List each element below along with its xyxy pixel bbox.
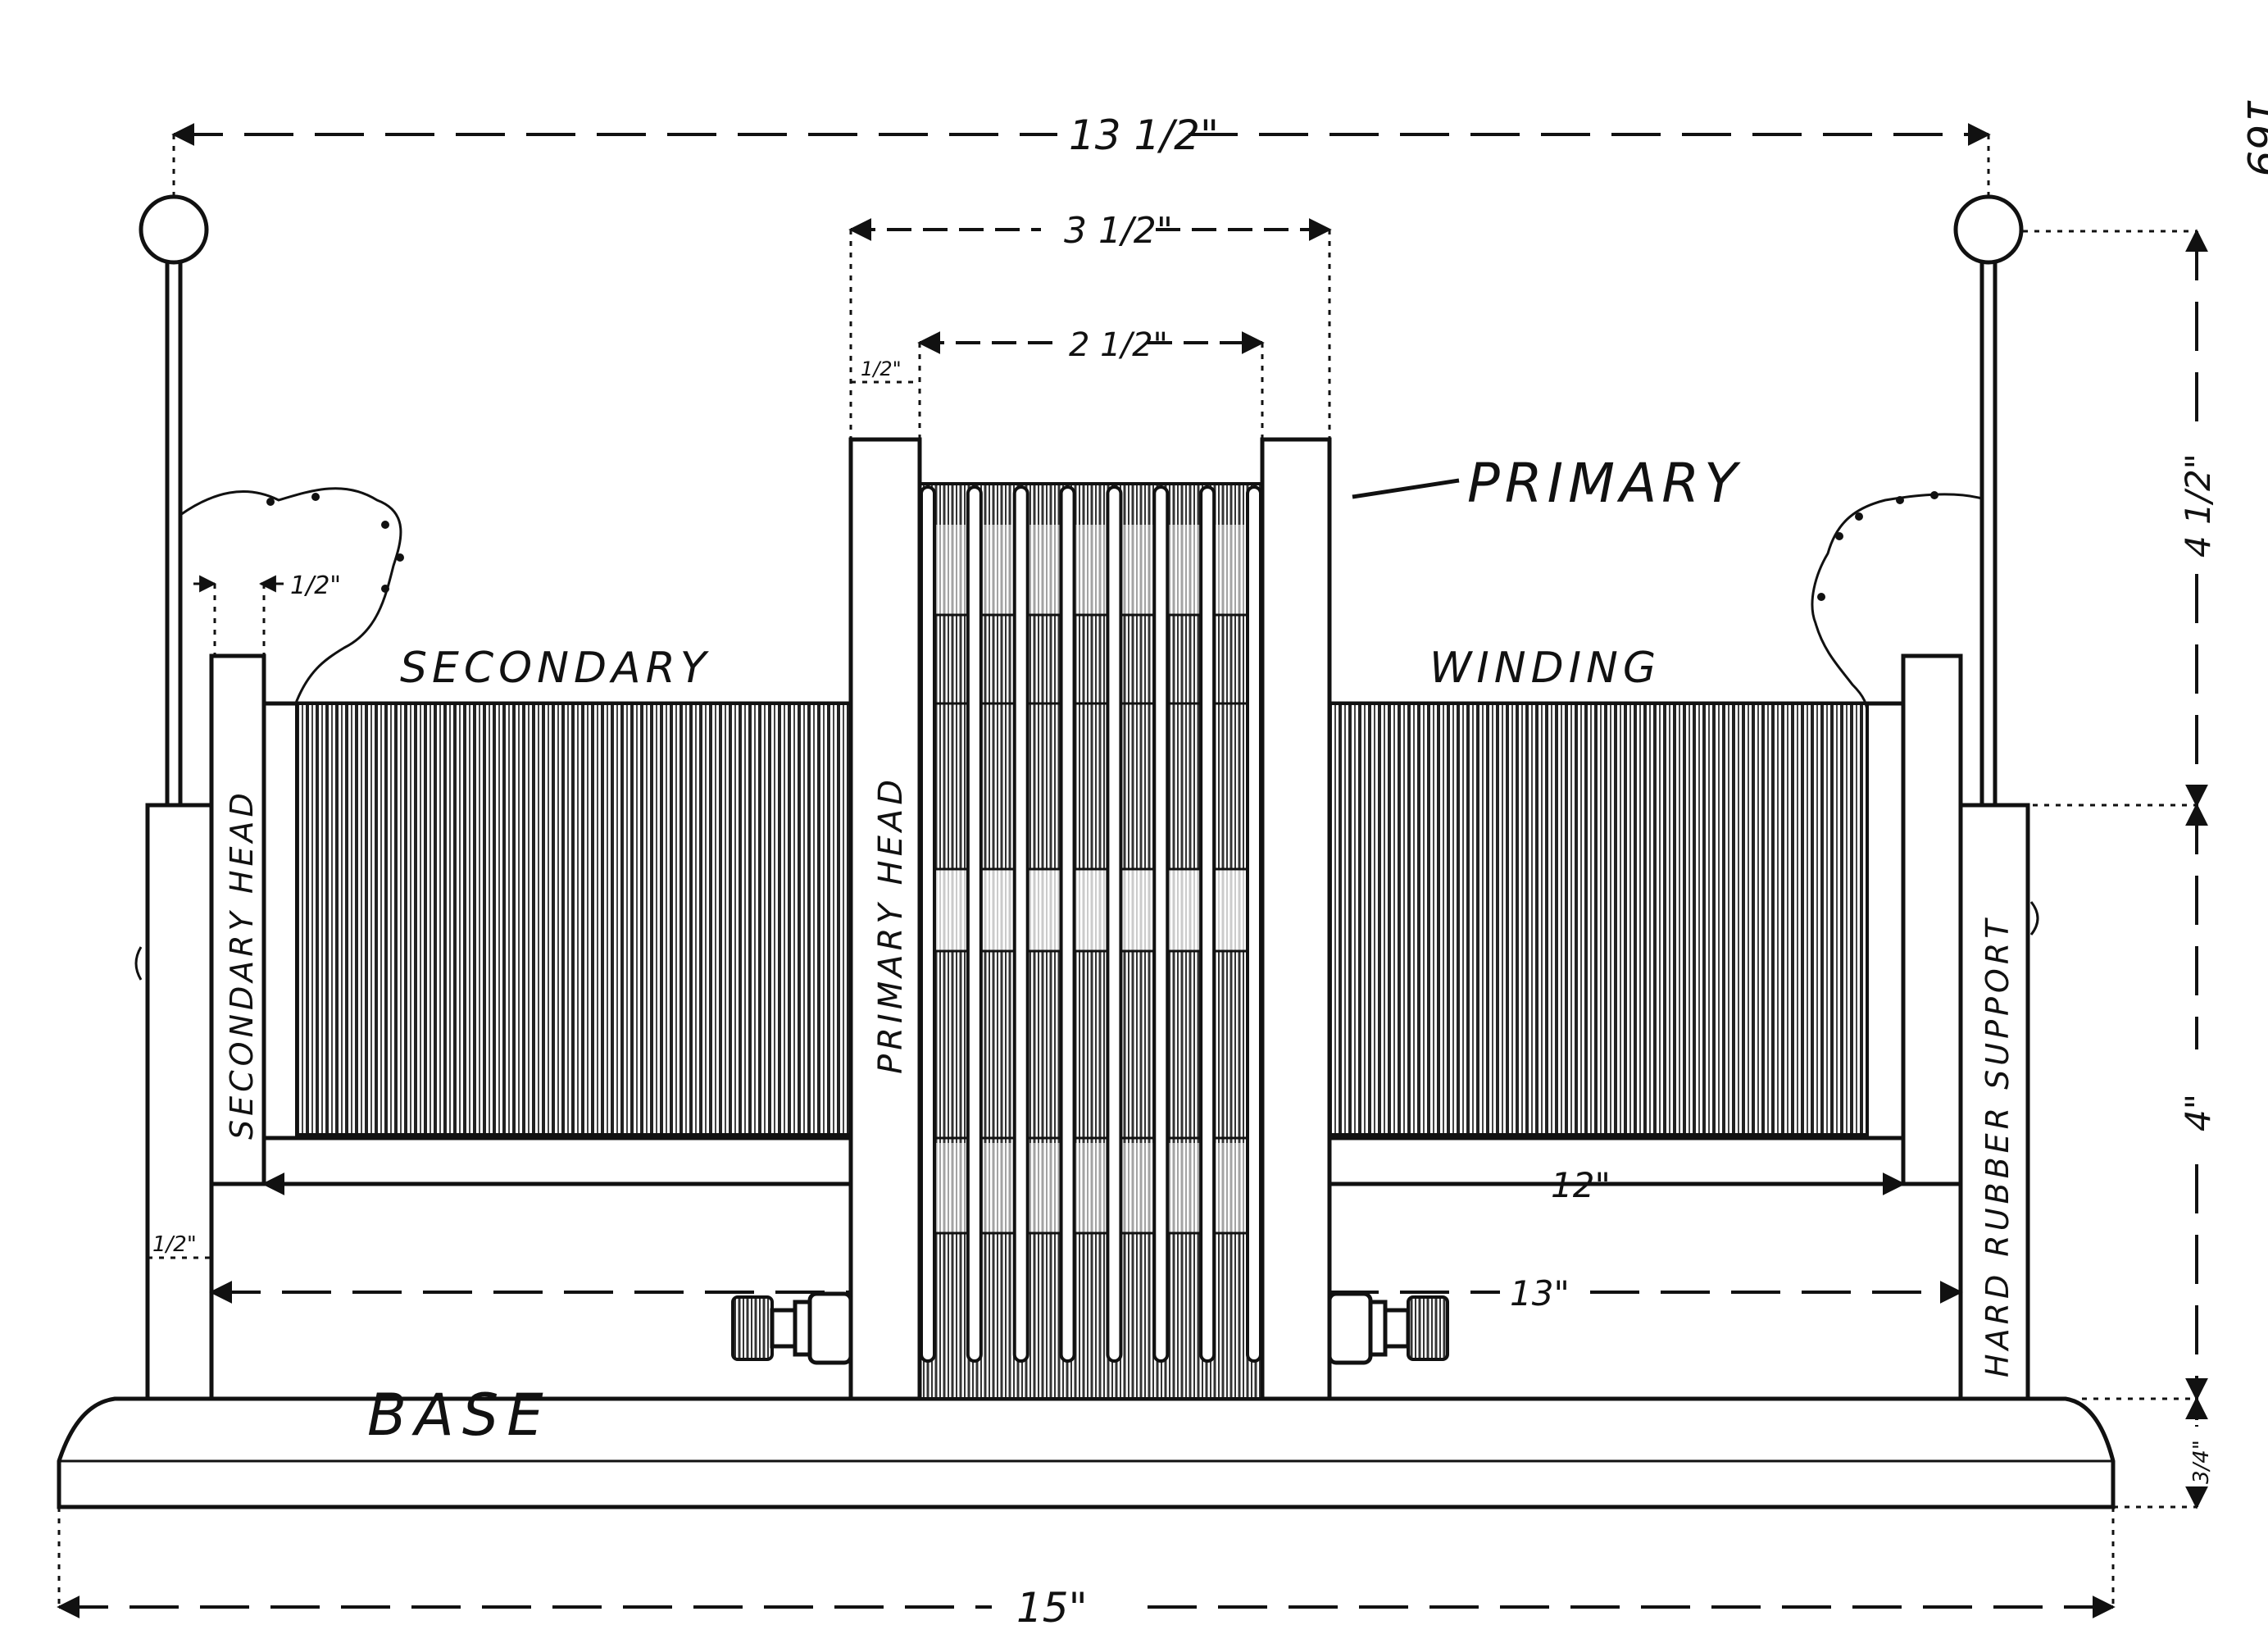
dim-terminal-height: 4 1/2": [2178, 453, 2218, 558]
primary-turn: [966, 485, 983, 1363]
label-primary: PRIMARY: [1467, 452, 1742, 515]
left-primary-head: [848, 437, 922, 1401]
left-support: [145, 803, 214, 1401]
right-secondary-head: [1901, 653, 1963, 1186]
margin-page-number: 169: [2238, 98, 2268, 176]
lead-wires: [180, 487, 1983, 714]
primary-leader: [1352, 478, 1460, 499]
primary-winding: [918, 482, 1264, 1400]
dim-support-thickness: 1/2": [152, 1232, 197, 1257]
dim-primary-winding-width: 2 1/2": [1069, 326, 1168, 364]
dim-primary-head-width: 3 1/2": [1064, 210, 1173, 252]
primary-turn: [1106, 485, 1123, 1363]
dim-terminal-offset: 1/2": [290, 571, 341, 600]
label-hard-rubber-support: HARD RUBBER SUPPORT: [1979, 916, 2016, 1377]
left-binding-post: [731, 1291, 853, 1365]
dim-support-height: 4": [2178, 1094, 2218, 1131]
primary-turn: [1059, 485, 1076, 1363]
primary-turn: [1246, 485, 1262, 1363]
dim-overall-terminals: 13 1/2": [1069, 112, 1219, 159]
right-secondary-winding: [1328, 702, 1869, 1136]
dim-head-thickness: 1/2": [861, 357, 902, 380]
primary-turn: [1152, 485, 1170, 1363]
primary-turn: [920, 485, 936, 1363]
label-secondary-head: SECONDARY HEAD: [224, 789, 260, 1140]
dim-base-length: 15": [1016, 1584, 1088, 1632]
primary-turn: [1199, 485, 1216, 1363]
left-secondary-head: [209, 653, 266, 1186]
dim-secondary-length: 12": [1551, 1165, 1611, 1205]
label-secondary: SECONDARY: [400, 644, 711, 693]
right-primary-head: [1260, 437, 1332, 1401]
label-base: BASE: [367, 1382, 552, 1449]
primary-turns: [920, 485, 1262, 1363]
dim-support-spacing: 13": [1510, 1273, 1570, 1313]
dimension-lines: [57, 123, 2208, 1618]
right-support: [1958, 803, 2030, 1401]
base: [57, 1396, 2116, 1509]
label-primary-head: PRIMARY HEAD: [872, 776, 910, 1074]
right-terminal: [1953, 194, 2039, 936]
dim-base-height: 3/4": [2189, 1440, 2214, 1484]
left-secondary-winding: [295, 702, 852, 1136]
primary-turn: [1012, 485, 1029, 1363]
label-winding: WINDING: [1429, 644, 1661, 693]
left-terminal: [134, 194, 209, 981]
